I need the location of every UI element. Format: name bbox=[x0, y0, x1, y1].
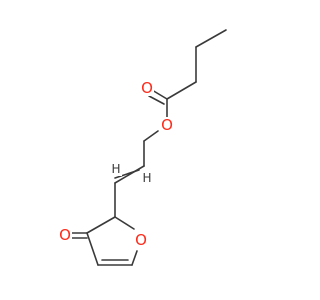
o-label: O bbox=[59, 226, 71, 244]
o-label: O bbox=[141, 79, 153, 97]
o-label: O bbox=[135, 231, 147, 249]
bond-o-ch2 bbox=[143, 130, 159, 142]
bond-ring-c2-c3 bbox=[86, 216, 116, 234]
atom-o-ring: O bbox=[134, 231, 148, 249]
bond-vinyl-double-b bbox=[114, 169, 140, 179]
atoms: O O H H O O bbox=[58, 79, 174, 249]
atom-o-ester: O bbox=[160, 116, 174, 134]
bond-ring-o-c2 bbox=[114, 216, 135, 230]
bonds bbox=[71, 29, 227, 266]
atom-h-vinyl-1: H bbox=[141, 171, 153, 185]
h-label: H bbox=[111, 162, 120, 176]
bond-ring-c5-o bbox=[131, 250, 138, 266]
atom-o-ketone: O bbox=[58, 226, 72, 244]
o-label: O bbox=[161, 116, 173, 134]
bond-carbonyl-double-a bbox=[151, 89, 168, 100]
atom-h-vinyl-2: H bbox=[110, 162, 122, 176]
bond-vinyl-double-a bbox=[114, 165, 145, 184]
bond-ch2-carbonyl bbox=[166, 81, 197, 100]
h-label: H bbox=[142, 171, 151, 185]
bond-carbonyl-double-b bbox=[148, 95, 165, 105]
bond-ch3-ch2 bbox=[195, 29, 227, 48]
bond-ring-c3-c4 bbox=[86, 232, 99, 266]
structural-formula: O O H H O O bbox=[58, 29, 227, 266]
atom-o-carbonyl-ester: O bbox=[140, 79, 154, 97]
